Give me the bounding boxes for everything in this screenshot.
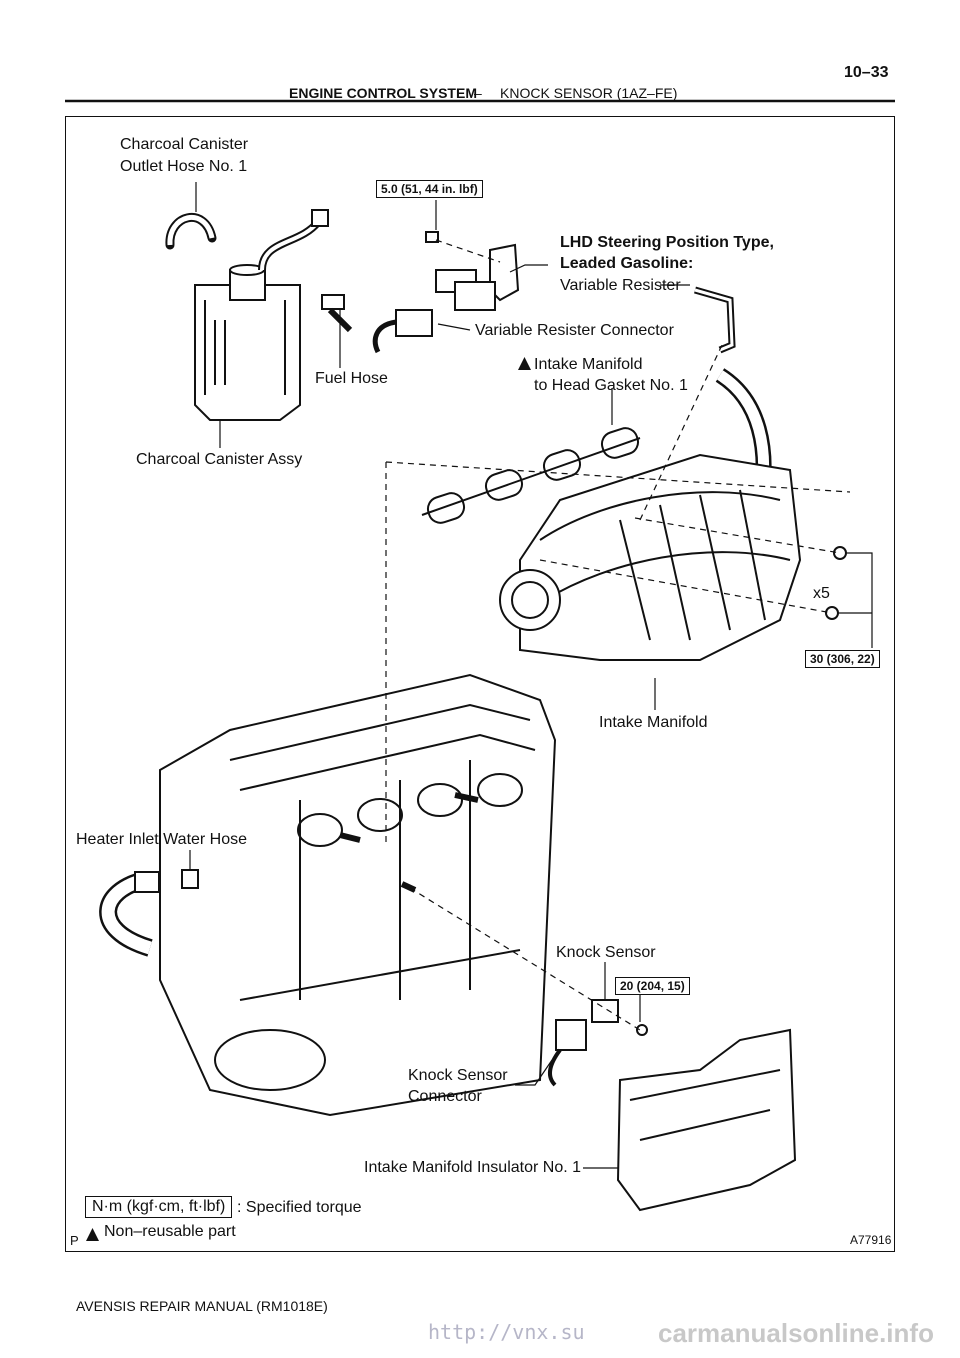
figure-frame xyxy=(65,116,895,1252)
label-heater-inlet-water-hose: Heater Inlet Water Hose xyxy=(76,831,248,848)
label-intake-gasket-1: Intake Manifold xyxy=(534,356,643,373)
label-x5: x5 xyxy=(813,585,830,602)
label-charcoal-outlet-hose-2: Outlet Hose No. 1 xyxy=(120,158,248,175)
label-intake-manifold: Intake Manifold xyxy=(599,714,708,731)
torque-knock-sensor: 20 (204, 15) xyxy=(615,977,690,995)
label-variable-resister-connector: Variable Resister Connector xyxy=(475,322,674,339)
label-fuel-hose: Fuel Hose xyxy=(315,370,388,387)
label-knock-sensor: Knock Sensor xyxy=(556,944,656,961)
legend-specified-torque: : Specified torque xyxy=(237,1199,362,1216)
torque-intake-manifold-nuts: 30 (306, 22) xyxy=(805,650,880,668)
page-number: 10–33 xyxy=(844,64,889,81)
footer-link[interactable]: http://vnx.su xyxy=(428,1320,585,1344)
legend-non-reusable-part: Non–reusable part xyxy=(104,1223,236,1240)
label-knock-sensor-connector-2: Connector xyxy=(408,1088,482,1105)
label-lhd-type-1: LHD Steering Position Type, xyxy=(560,234,774,251)
label-lhd-type-2: Leaded Gasoline: xyxy=(560,255,694,272)
header-subsection: KNOCK SENSOR (1AZ–FE) xyxy=(500,85,678,101)
label-charcoal-outlet-hose-1: Charcoal Canister xyxy=(120,136,249,153)
footer-manual-title: AVENSIS REPAIR MANUAL (RM1018E) xyxy=(76,1298,328,1314)
figure-id: A77916 xyxy=(850,1233,892,1247)
legend-torque-unit: N·m (kgf·cm, ft·lbf) xyxy=(85,1196,233,1218)
header-section: ENGINE CONTROL SYSTEM xyxy=(289,85,477,101)
figure-corner-mark: P xyxy=(70,1233,79,1248)
footer-watermark: carmanualsonline.info xyxy=(658,1318,934,1348)
label-intake-manifold-insulator: Intake Manifold Insulator No. 1 xyxy=(364,1159,582,1176)
label-charcoal-canister-assy: Charcoal Canister Assy xyxy=(136,451,303,468)
label-variable-resister: Variable Resister xyxy=(560,277,681,294)
torque-variable-resister-bolt: 5.0 (51, 44 in. lbf) xyxy=(376,180,483,198)
label-intake-gasket-2: to Head Gasket No. 1 xyxy=(534,377,688,394)
header-dash: – xyxy=(474,85,482,101)
label-knock-sensor-connector-1: Knock Sensor xyxy=(408,1067,508,1084)
